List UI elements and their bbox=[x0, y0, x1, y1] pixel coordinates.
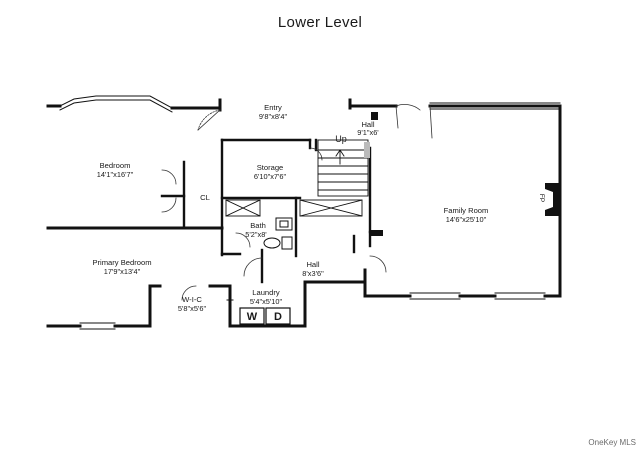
svg-text:17'9"x13'4": 17'9"x13'4" bbox=[104, 267, 141, 276]
svg-text:Hall: Hall bbox=[361, 120, 374, 129]
svg-text:Bath: Bath bbox=[250, 221, 266, 230]
svg-text:5'8"x5'6": 5'8"x5'6" bbox=[178, 304, 207, 313]
svg-text:W-I-C: W-I-C bbox=[182, 295, 202, 304]
washer-label: W bbox=[247, 311, 258, 323]
svg-text:Family Room: Family Room bbox=[444, 206, 489, 215]
room-label-family-room: Family Room 14'6"x25'10" bbox=[444, 206, 489, 224]
svg-text:8'x3'6": 8'x3'6" bbox=[302, 269, 324, 278]
svg-text:14'1"x16'7": 14'1"x16'7" bbox=[97, 170, 134, 179]
room-label-bath: Bath 5'2"x8' bbox=[245, 221, 267, 239]
floor-title: Lower Level bbox=[277, 14, 363, 31]
windows bbox=[79, 102, 561, 330]
svg-text:5'2"x8': 5'2"x8' bbox=[245, 230, 267, 239]
fireplace-icon bbox=[545, 183, 560, 216]
svg-text:9'8"x8'4": 9'8"x8'4" bbox=[259, 112, 288, 121]
stairs bbox=[317, 139, 370, 197]
room-label-storage: Storage 6'10"x7'6" bbox=[254, 163, 287, 181]
room-label-bedroom: Bedroom 14'1"x16'7" bbox=[97, 161, 134, 179]
storage-shelves bbox=[225, 199, 363, 217]
bath-fixtures bbox=[263, 217, 293, 250]
interior-walls bbox=[160, 138, 372, 284]
exterior-walls bbox=[46, 98, 562, 328]
svg-text:9'1"x6': 9'1"x6' bbox=[357, 128, 379, 137]
svg-text:Storage: Storage bbox=[257, 163, 284, 172]
svg-text:6'10"x7'6": 6'10"x7'6" bbox=[254, 172, 287, 181]
fireplace-label: FP bbox=[538, 194, 545, 202]
room-label-hall-bottom: Hall 8'x3'6" bbox=[302, 260, 324, 278]
svg-text:14'6"x25'10": 14'6"x25'10" bbox=[446, 215, 487, 224]
bay-window bbox=[59, 95, 173, 113]
room-label-closet: CL bbox=[200, 193, 210, 202]
room-label-hall-top: Hall 9'1"x6' bbox=[357, 120, 379, 137]
svg-text:5'4"x5'10": 5'4"x5'10" bbox=[250, 297, 283, 306]
watermark: OneKey MLS bbox=[588, 438, 636, 447]
svg-text:Laundry: Laundry bbox=[252, 288, 280, 297]
room-label-primary-bedroom: Primary Bedroom 17'9"x13'4" bbox=[92, 258, 151, 276]
svg-text:Bedroom: Bedroom bbox=[100, 161, 131, 170]
washer-dryer bbox=[239, 307, 291, 325]
svg-text:Hall: Hall bbox=[306, 260, 319, 269]
room-label-laundry: Laundry 5'4"x5'10" bbox=[250, 288, 283, 306]
stairs-up-label: Up bbox=[335, 134, 347, 144]
room-label-entry: Entry 9'8"x8'4" bbox=[259, 103, 288, 121]
dryer-label: D bbox=[274, 311, 282, 323]
svg-text:Entry: Entry bbox=[264, 103, 282, 112]
svg-text:Primary Bedroom: Primary Bedroom bbox=[92, 258, 151, 267]
room-label-wic: W-I-C 5'8"x5'6" bbox=[178, 295, 207, 313]
